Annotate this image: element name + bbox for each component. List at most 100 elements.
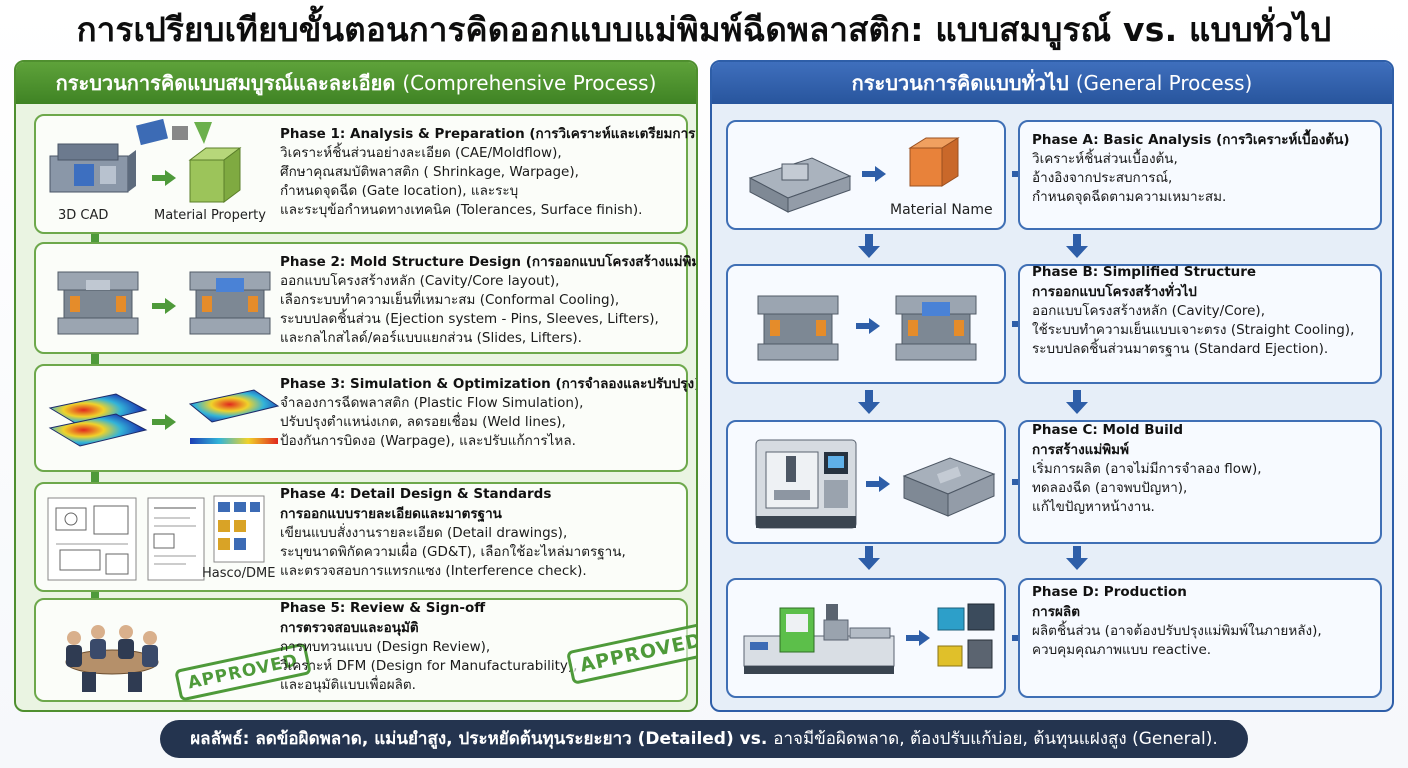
- phase-4-line: เขียนแบบสั่งงานรายละเอียด (Detail drawin…: [280, 525, 568, 541]
- arrow-right-icon: [152, 298, 176, 314]
- phase-1-line: และระบุข้อกำหนดทางเทคนิค (Tolerances, Su…: [280, 202, 643, 218]
- part-icon: [748, 157, 852, 213]
- phase-2-title: Phase 2: Mold Structure Design (การออกแบ…: [280, 254, 698, 270]
- phase-b-text-box: Phase B: Simplified Structure การออกแบบโ…: [1018, 264, 1382, 384]
- arrow-down-icon: [1066, 390, 1088, 414]
- molded-parts-icon: [937, 603, 995, 669]
- comprehensive-header-en: (Comprehensive Process): [402, 71, 657, 95]
- phase-5-box: APPROVED Phase 5: Review & Sign-off การต…: [34, 598, 696, 702]
- phase-4-line: และตรวจสอบการแทรกแซง (Interference check…: [280, 563, 587, 579]
- phase-1-line: วิเคราะห์ชิ้นส่วนอย่างละเอียด (CAE/Moldf…: [280, 145, 562, 161]
- phase-d-text-box: Phase D: Production การผลิต ผลิตชิ้นส่วน…: [1018, 578, 1382, 698]
- comprehensive-header-thai: กระบวนการคิดแบบสมบูรณ์และละเอียด: [55, 71, 396, 95]
- comprehensive-process-panel: กระบวนการคิดแบบสมบูรณ์และละเอียด (Compre…: [14, 60, 698, 712]
- material-cube-icon: [908, 137, 960, 187]
- phase-3-title: Phase 3: Simulation & Optimization (การจ…: [280, 376, 698, 392]
- drawing-sheet-icon: [47, 497, 137, 581]
- phase-2-line: เลือกระบบทำความเย็นที่เหมาะสม (Conformal…: [280, 292, 620, 308]
- phase-5-line: การทบทวนแบบ (Design Review),: [280, 639, 491, 655]
- phase-a-title: Phase A: Basic Analysis (การวิเคราะห์เบื…: [1032, 132, 1350, 148]
- phase-d-subtitle: การผลิต: [1032, 604, 1080, 620]
- phase-1-title: Phase 1: Analysis & Preparation (การวิเค…: [280, 126, 698, 142]
- arrow-right-icon: [152, 170, 176, 186]
- phase-c-line: เริ่มการผลิต (อาจไม่มีการจำลอง flow),: [1032, 461, 1262, 477]
- general-panel-header: กระบวนการคิดแบบทั่วไป (General Process): [712, 62, 1392, 104]
- cnc-machine-icon: [755, 439, 857, 529]
- phase-b-line: ใช้ระบบทำความเย็นแบบเจาะตรง (Straight Co…: [1032, 322, 1355, 338]
- phase-2-line: ระบบปลดชิ้นส่วน (Ejection system - Pins,…: [280, 311, 659, 327]
- arrow-right-icon: [856, 318, 880, 334]
- phase-5-line: และอนุมัติแบบเพื่อผลิต.: [280, 677, 416, 693]
- caption-material-name: Material Name: [890, 202, 993, 218]
- arrow-down-icon: [1066, 546, 1088, 570]
- phase-c-subtitle: การสร้างแม่พิมพ์: [1032, 442, 1129, 458]
- phase-d-title: Phase D: Production: [1032, 584, 1187, 600]
- phase-3-line: ป้องกันการบิดงอ (Warpage), และปรับแก้การ…: [280, 433, 576, 449]
- phase-2-line: และกลไกสไลด์/คอร์แบบแยกส่วน (Slides, Lif…: [280, 330, 582, 346]
- phase-c-title: Phase C: Mold Build: [1032, 422, 1184, 438]
- comprehensive-panel-header: กระบวนการคิดแบบสมบูรณ์และละเอียด (Compre…: [16, 62, 696, 104]
- phase-d-line: ควบคุมคุณภาพแบบ reactive.: [1032, 642, 1212, 658]
- general-header-thai: กระบวนการคิดแบบทั่วไป: [851, 71, 1069, 95]
- arrow-down-icon: [858, 546, 880, 570]
- phase-4-line: ระบุขนาดพิกัดความเผื่อ (GD&T), เลือกใช้อ…: [280, 544, 626, 560]
- phase-1-line: ศึกษาคุณสมบัติพลาสติก ( Shrinkage, Warpa…: [280, 164, 579, 180]
- arrow-right-icon: [862, 166, 886, 182]
- mold-block-icon: [902, 457, 996, 517]
- summary-detailed: ผลลัพธ์: ลดข้อผิดพลาด, แม่นยำสูง, ประหยั…: [190, 729, 768, 749]
- phase-b-line: ระบบปลดชิ้นส่วนมาตรฐาน (Standard Ejectio…: [1032, 341, 1329, 357]
- arrow-down-icon: [1066, 234, 1088, 258]
- arrow-right-icon: [906, 630, 930, 646]
- phase-c-line: ทดลองฉีด (อาจพบปัญหา),: [1032, 480, 1188, 496]
- phase-3-line: จำลองการฉีดพลาสติก (Plastic Flow Simulat…: [280, 395, 584, 411]
- phase-1-line: กำหนดจุดฉีด (Gate location), และระบุ: [280, 183, 519, 199]
- phase-4-subtitle: การออกแบบรายละเอียดและมาตรฐาน: [280, 506, 502, 522]
- phase-a-text-box: Phase A: Basic Analysis (การวิเคราะห์เบื…: [1018, 120, 1382, 230]
- phase-2-box: Phase 2: Mold Structure Design (การออกแบ…: [34, 242, 696, 354]
- approved-stamp-icon: APPROVED: [566, 621, 696, 685]
- phase-b-group: Phase B: Simplified Structure การออกแบบโ…: [726, 264, 1382, 384]
- result-summary-bar: ผลลัพธ์: ลดข้อผิดพลาด, แม่นยำสูง, ประหยั…: [160, 720, 1248, 758]
- general-process-panel: กระบวนการคิดแบบทั่วไป (General Process) …: [710, 60, 1394, 712]
- phase-b-line: ออกแบบโครงสร้างหลัก (Cavity/Core),: [1032, 303, 1265, 319]
- phase-1-box: 3D CAD Material Property Phase 1: Analys…: [34, 114, 696, 234]
- phase-a-line: กำหนดจุดฉีดตามความเหมาะสม.: [1032, 189, 1227, 205]
- phase-c-text-box: Phase C: Mold Build การสร้างแม่พิมพ์ เริ…: [1018, 420, 1382, 544]
- meeting-icon: [65, 625, 159, 692]
- phase-a-image-box: Material Name: [726, 120, 1006, 230]
- phase-2-line: ออกแบบโครงสร้างหลัก (Cavity/Core layout)…: [280, 273, 560, 289]
- phase-4-box: Hasco/DME Phase 4: Detail Design & Stand…: [34, 482, 688, 592]
- phase-d-group: Phase D: Production การผลิต ผลิตชิ้นส่วน…: [726, 578, 1382, 698]
- phase-a-line: อ้างอิงจากประสบการณ์,: [1032, 170, 1173, 186]
- phase-b-subtitle: การออกแบบโครงสร้างทั่วไป: [1032, 284, 1197, 300]
- phase-b-title: Phase B: Simplified Structure: [1032, 264, 1257, 280]
- standard-parts-icon: [213, 495, 265, 563]
- injection-machine-icon: [743, 604, 895, 674]
- cad-thumbnail-icon: [135, 118, 212, 146]
- phase-b-image-box: [726, 264, 1006, 384]
- arrow-right-icon: [866, 476, 890, 492]
- mold-assembly-icon: [57, 271, 139, 335]
- cad-model-icon: [49, 143, 136, 193]
- phase-c-line: แก้ไขปัญหาหน้างาน.: [1032, 499, 1155, 515]
- general-header-en: (General Process): [1075, 71, 1253, 95]
- mold-assembly-icon: [757, 295, 839, 361]
- arrow-down-icon: [858, 234, 880, 258]
- arrow-down-icon: [858, 390, 880, 414]
- flow-simulation-icon: [48, 393, 148, 447]
- phase-5-subtitle: การตรวจสอบและอนุมัติ: [280, 620, 419, 636]
- arrow-right-icon: [152, 414, 176, 430]
- phase-c-image-box: [726, 420, 1006, 544]
- flow-simulation-result-icon: [188, 389, 280, 444]
- phase-5-line: วิเคราะห์ DFM (Design for Manufacturabil…: [280, 658, 578, 674]
- mold-assembly-icon: [895, 295, 977, 361]
- phase-3-box: Phase 3: Simulation & Optimization (การจ…: [34, 364, 696, 472]
- phase-3-line: ปรับปรุงตำแหน่งเกต, ลดรอยเชื่อม (Weld li…: [280, 414, 566, 430]
- phase-d-image-box: [726, 578, 1006, 698]
- specification-sheet-icon: [147, 497, 205, 581]
- page-title: การเปรียบเทียบขั้นตอนการคิดออกแบบแม่พิมพ…: [76, 10, 1332, 49]
- phase-a-line: วิเคราะห์ชิ้นส่วนเบื้องต้น,: [1032, 151, 1178, 167]
- caption-material-property: Material Property: [154, 208, 266, 223]
- phase-4-title: Phase 4: Detail Design & Standards: [280, 486, 552, 502]
- material-cube-icon: [188, 147, 242, 203]
